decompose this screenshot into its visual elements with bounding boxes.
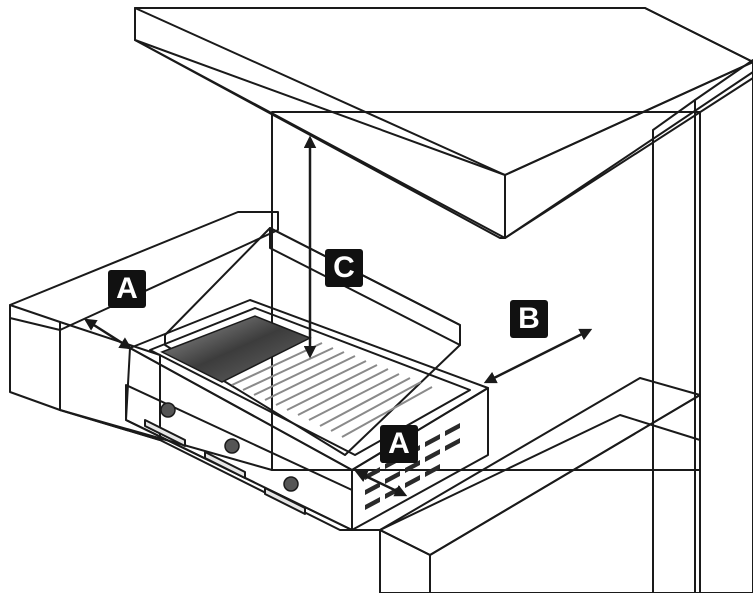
control-knobs [160,402,299,492]
right-side-wall [652,59,753,593]
label-a-left: A [108,270,146,308]
arrow-a-left [83,318,133,350]
drawer-handles [144,419,306,515]
label-b: B [510,300,548,338]
knob-icon [283,476,299,492]
grill-appliance [125,227,489,531]
recess-floor [59,409,701,531]
knob-icon [224,438,240,454]
dimension-arrows [83,135,593,497]
label-c: C [325,249,363,287]
overhead-slab [134,7,753,239]
arrow-a-right [354,470,408,497]
arrow-b [483,328,593,384]
grill-grates [231,342,433,438]
knob-icon [160,402,176,418]
label-a-right: A [380,425,418,463]
right-counter [379,377,701,593]
